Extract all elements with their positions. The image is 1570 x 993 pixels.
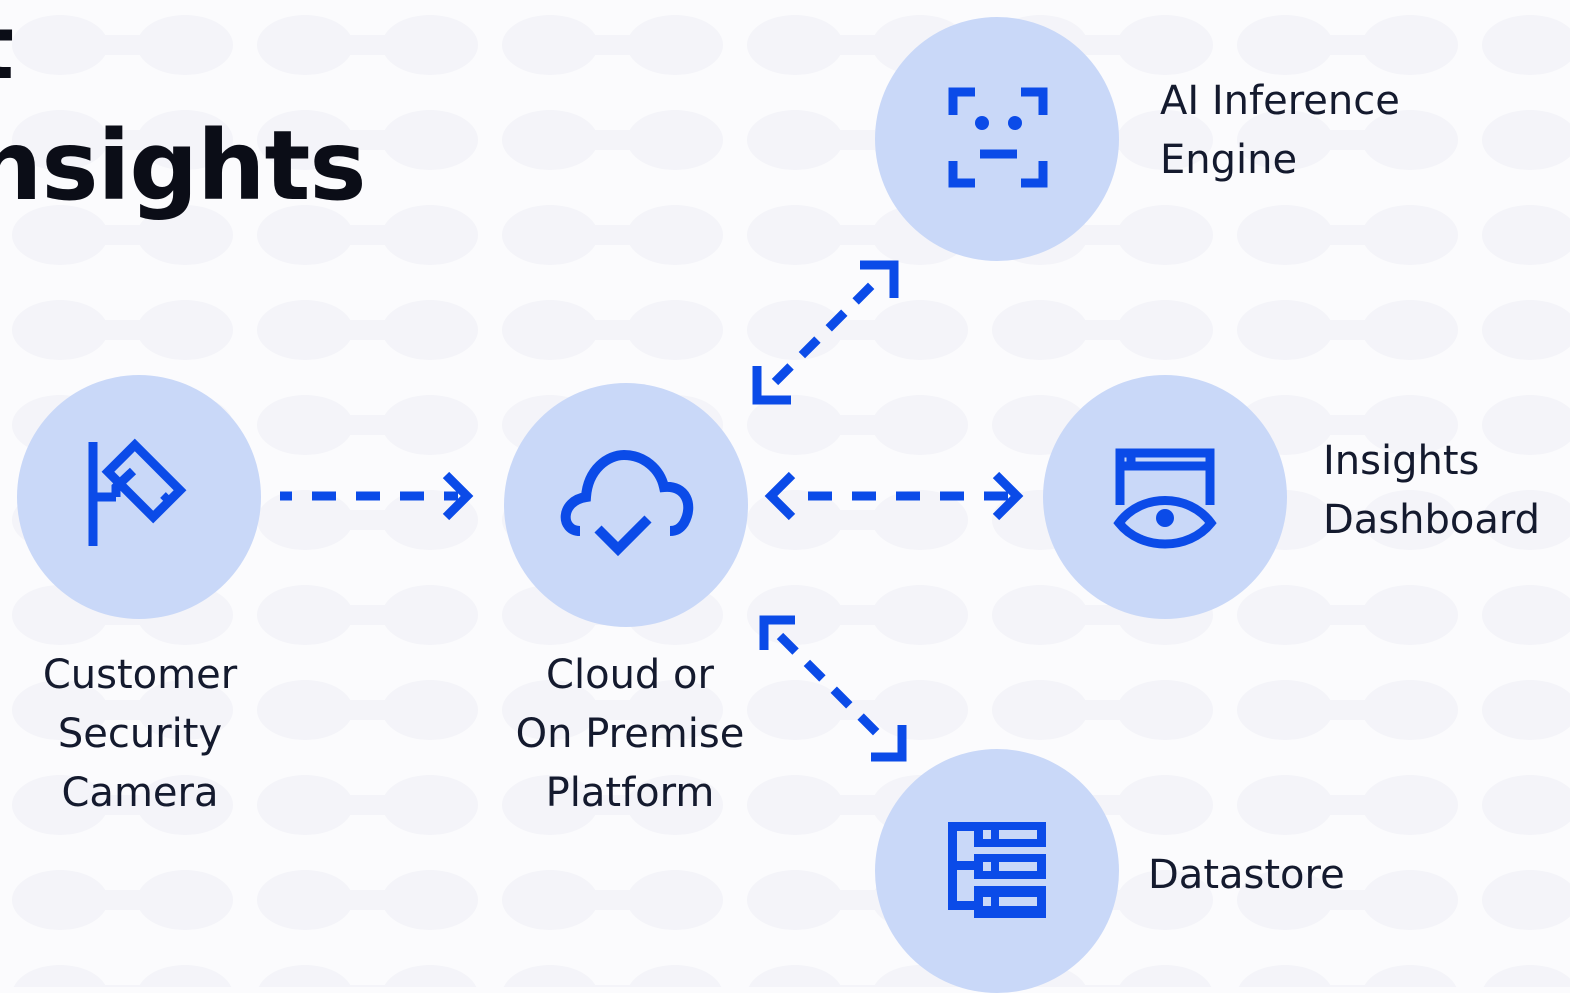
dashboard-label: Insights Dashboard <box>1323 432 1540 550</box>
datastore-label-line: Datastore <box>1148 852 1345 898</box>
edge-platform-to-datastore <box>759 615 907 762</box>
datastore-label: Datastore <box>1148 846 1345 905</box>
platform-label-line: Cloud or <box>546 652 714 698</box>
dashboard-label-line: Dashboard <box>1323 497 1541 543</box>
dashboard-eye-icon <box>1113 448 1217 549</box>
camera-label-line: Customer <box>42 652 238 698</box>
camera-label: Customer Security Camera <box>20 646 260 823</box>
datastore-tree-icon <box>948 822 1046 918</box>
camera-label-line: Security <box>57 711 223 757</box>
security-camera-icon <box>88 438 187 546</box>
dashboard-label-line: Insights <box>1323 438 1480 484</box>
ai-node <box>875 17 1119 261</box>
ai-label-line: AI Inference <box>1160 78 1400 124</box>
platform-label: Cloud or On Premise Platform <box>490 646 770 823</box>
slide-title-line-1: t <box>0 4 14 92</box>
datastore-node <box>875 749 1119 993</box>
ai-label: AI Inference Engine <box>1160 72 1400 190</box>
camera-node <box>17 375 261 619</box>
edge-platform-to-ai <box>752 260 899 405</box>
edge-camera-to-platform <box>280 471 474 521</box>
slide-title-line-2: nsights <box>0 110 366 222</box>
platform-node <box>504 383 748 627</box>
dashboard-node <box>1043 375 1287 619</box>
camera-label-line: Camera <box>61 770 219 816</box>
edge-platform-to-dashboard <box>764 471 1024 521</box>
ai-label-line: Engine <box>1160 137 1298 183</box>
cloud-check-icon <box>560 449 694 557</box>
robot-face-icon <box>948 87 1048 188</box>
platform-label-line: Platform <box>545 770 715 816</box>
platform-label-line: On Premise <box>515 711 745 757</box>
